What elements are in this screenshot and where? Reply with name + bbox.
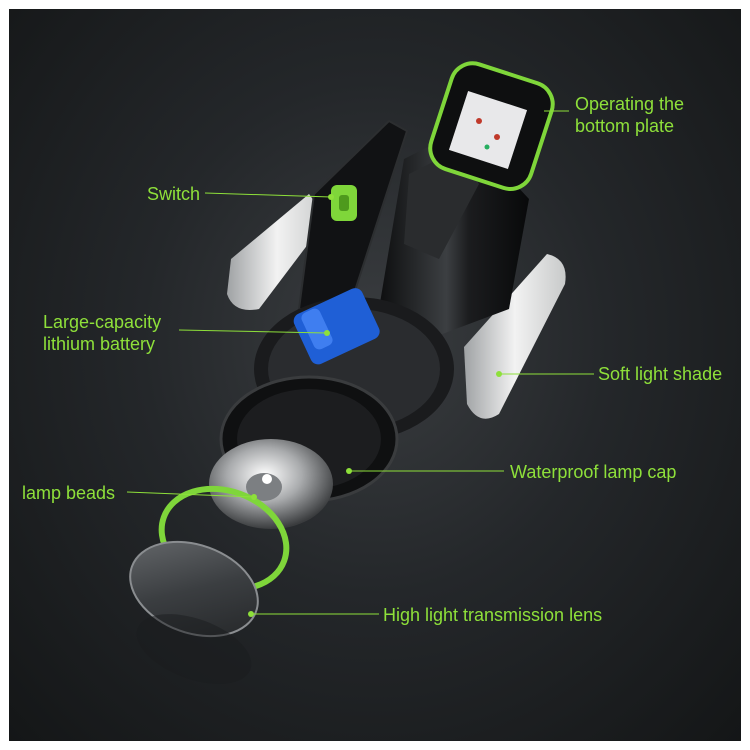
lamp-reflector-part xyxy=(209,439,333,529)
label-lamp-beads: lamp beads xyxy=(22,483,116,503)
left-soft-light-shade xyxy=(227,194,327,310)
label-lens: High light transmission lens xyxy=(383,605,603,625)
label-switch: Switch xyxy=(147,184,201,204)
label-bottom-plate: Operating the bottom plate xyxy=(575,94,685,136)
lithium-battery-part xyxy=(293,288,380,365)
label-soft-light-shade: Soft light shade xyxy=(598,364,723,384)
leader-dots xyxy=(248,194,502,617)
label-waterproof-lamp-cap: Waterproof lamp cap xyxy=(510,462,677,482)
label-battery: Large-capacity lithium battery xyxy=(43,312,162,354)
switch-button-part xyxy=(331,185,357,221)
right-soft-light-shade xyxy=(464,254,566,419)
exploded-flashlight-illustration xyxy=(126,61,594,684)
operating-bottom-plate xyxy=(428,61,555,191)
leader-lines xyxy=(126,110,594,615)
product-image-frame: Operating the bottom plate Switch Large-… xyxy=(9,9,741,741)
lens-part xyxy=(129,540,259,684)
